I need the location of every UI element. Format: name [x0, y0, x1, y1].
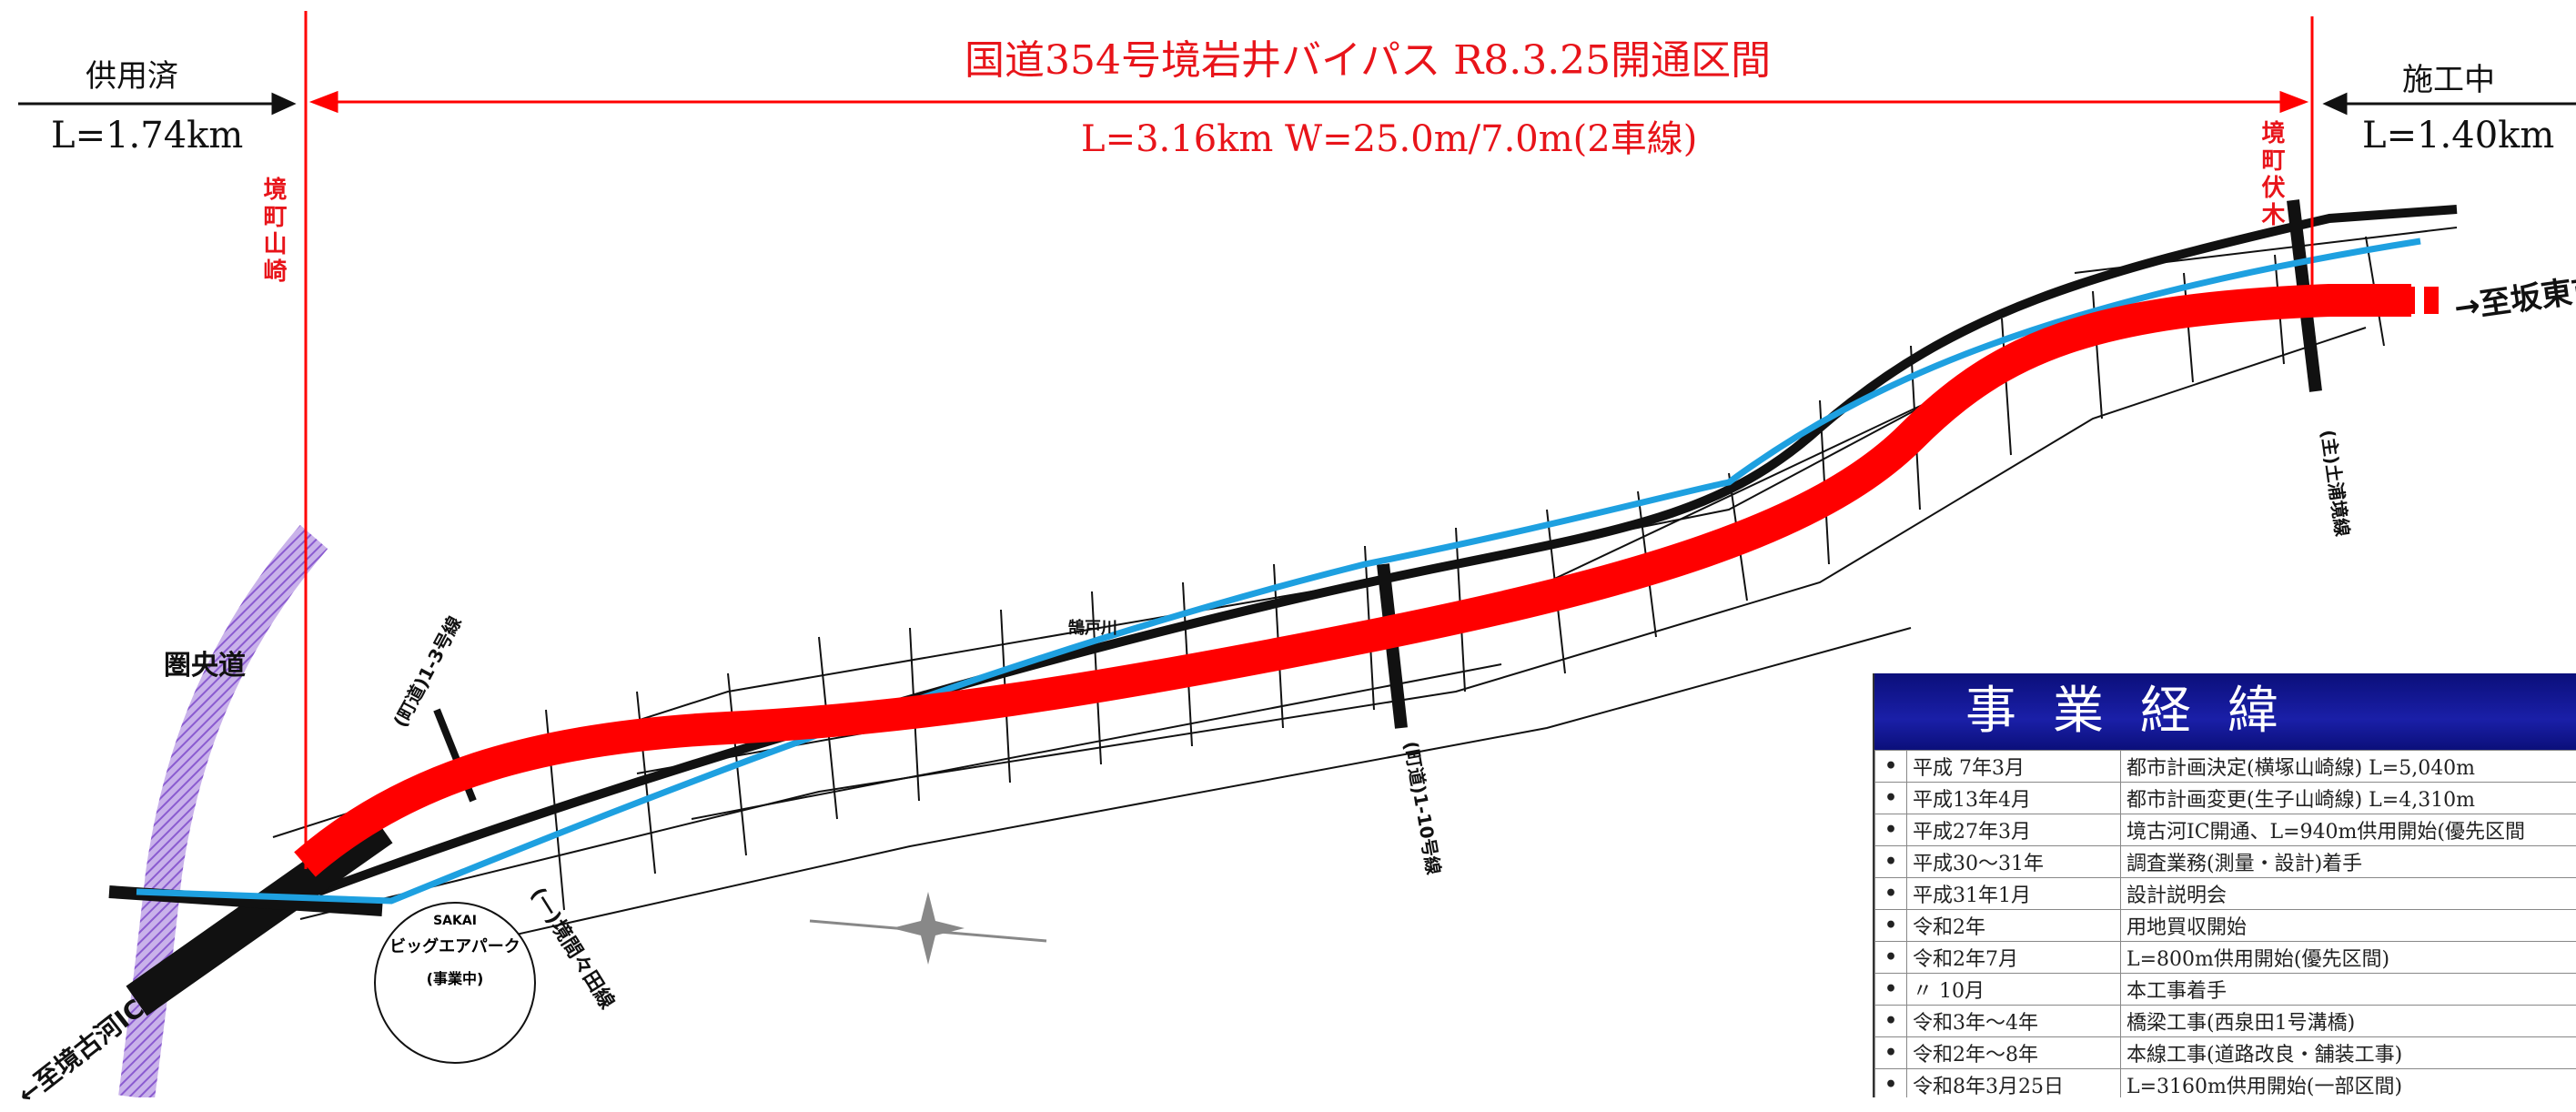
history-event: L=800m供用開始(優先区間) — [2121, 942, 2576, 974]
park-label: SAKAI ビッグエアパーク (事業中) — [375, 914, 535, 988]
end-place-label: 境町伏木 — [2255, 120, 2288, 229]
park-name: ビッグエアパーク — [375, 934, 535, 957]
history-row: •平成27年3月境古河IC開通、L=940m供用開始(優先区間 — [1875, 814, 2576, 846]
left-length-label: L=1.74km — [51, 115, 243, 157]
bullet-icon: • — [1875, 846, 1907, 878]
left-status-label: 供用済 — [86, 51, 178, 96]
history-event: 都市計画決定(横塚山崎線) L=5,040m — [2121, 751, 2576, 783]
history-row: •平成31年1月設計説明会 — [1875, 878, 2576, 910]
history-row: •令和2年～8年本線工事(道路改良・舗装工事) — [1875, 1037, 2576, 1069]
history-row: •平成 7年3月都市計画決定(横塚山崎線) L=5,040m — [1875, 751, 2576, 783]
bullet-icon: • — [1875, 910, 1907, 942]
project-history-panel: 事業経緯 •平成 7年3月都市計画決定(横塚山崎線) L=5,040m•平成13… — [1873, 673, 2576, 1097]
bullet-icon: • — [1875, 751, 1907, 783]
history-row: •令和2年用地買収開始 — [1875, 910, 2576, 942]
history-date: 平成27年3月 — [1907, 814, 2121, 846]
history-date: 平成30～31年 — [1907, 846, 2121, 878]
bullet-icon: • — [1875, 783, 1907, 814]
compass-rose-icon — [810, 892, 1046, 965]
project-history-table: •平成 7年3月都市計画決定(横塚山崎線) L=5,040m•平成13年4月都市… — [1874, 750, 2576, 1097]
expressway-label: 圏央道 — [164, 642, 246, 682]
park-name-en: SAKAI — [375, 914, 535, 928]
bullet-icon: • — [1875, 878, 1907, 910]
history-event: L=3160m供用開始(一部区間) — [2121, 1069, 2576, 1098]
section-title: 国道354号境岩井バイパス R8.3.25開通区間 — [965, 27, 1771, 86]
history-date: 平成13年4月 — [1907, 783, 2121, 814]
section-dimensions: L=3.16km W=25.0m/7.0m(2車線) — [1081, 109, 1697, 162]
bullet-icon: • — [1875, 1006, 1907, 1037]
history-event: 用地買収開始 — [2121, 910, 2576, 942]
history-event: 調査業務(測量・設計)着手 — [2121, 846, 2576, 878]
history-date: 平成 7年3月 — [1907, 751, 2121, 783]
history-row: •令和3年～4年橋梁工事(西泉田1号溝橋) — [1875, 1006, 2576, 1037]
history-date: 令和2年～8年 — [1907, 1037, 2121, 1069]
bullet-icon: • — [1875, 1069, 1907, 1098]
history-date: 令和8年3月25日 — [1907, 1069, 2121, 1098]
park-status: (事業中) — [375, 966, 535, 988]
bullet-icon: • — [1875, 814, 1907, 846]
start-place-label: 境町山崎 — [257, 177, 290, 286]
right-length-label: L=1.40km — [2362, 115, 2554, 157]
history-date: 〃 10月 — [1907, 974, 2121, 1006]
bullet-icon: • — [1875, 1037, 1907, 1069]
history-date: 令和2年 — [1907, 910, 2121, 942]
history-date: 平成31年1月 — [1907, 878, 2121, 910]
history-event: 本工事着手 — [2121, 974, 2576, 1006]
history-row: •平成30～31年調査業務(測量・設計)着手 — [1875, 846, 2576, 878]
river-label: 鵠戸川 — [1068, 615, 1117, 639]
history-row: •〃 10月本工事着手 — [1875, 974, 2576, 1006]
expressway-path — [136, 537, 314, 1097]
history-date: 令和2年7月 — [1907, 942, 2121, 974]
project-history-title: 事業経緯 — [1874, 673, 2576, 750]
right-status-label: 施工中 — [2402, 55, 2495, 99]
bullet-icon: • — [1875, 974, 1907, 1006]
history-event: 都市計画変更(生子山崎線) L=4,310m — [2121, 783, 2576, 814]
bullet-icon: • — [1875, 942, 1907, 974]
history-row: •平成13年4月都市計画変更(生子山崎線) L=4,310m — [1875, 783, 2576, 814]
history-date: 令和3年～4年 — [1907, 1006, 2121, 1037]
history-event: 橋梁工事(西泉田1号溝橋) — [2121, 1006, 2576, 1037]
history-event: 本線工事(道路改良・舗装工事) — [2121, 1037, 2576, 1069]
history-event: 境古河IC開通、L=940m供用開始(優先区間 — [2121, 814, 2576, 846]
history-event: 設計説明会 — [2121, 878, 2576, 910]
